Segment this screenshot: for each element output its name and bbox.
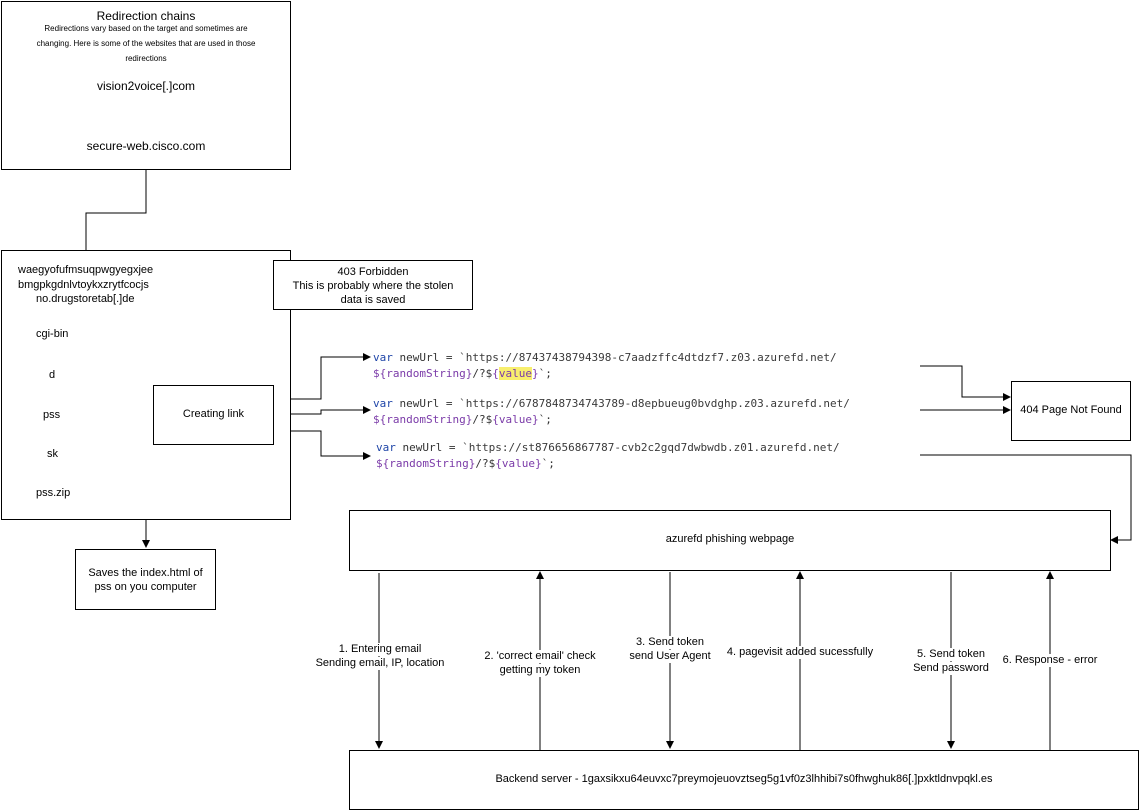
step-5-line-2: Send password xyxy=(901,662,1001,675)
not-found-label: 404 Page Not Found xyxy=(1020,404,1122,416)
step-2-line-2: getting my token xyxy=(470,664,610,677)
azurefd-page-box: azurefd phishing webpage xyxy=(349,510,1111,571)
url-1: `https://87437438794398-c7aadzffc4dtdzf7… xyxy=(459,351,837,364)
redirect-site-2: secure-web.cisco.com xyxy=(86,139,206,153)
forbidden-line-2: This is probably where the stolen xyxy=(292,280,454,292)
forbidden-box: 403 Forbidden This is probably where the… xyxy=(273,260,473,310)
step-3-line-1: 3. Send token xyxy=(620,636,720,649)
url-2: `https://6787848734743789-d8epbueug0bvdg… xyxy=(459,397,850,410)
creating-link-label: Creating link xyxy=(182,408,245,420)
arrow-url1-404 xyxy=(920,365,1011,401)
arrow-link-url3 xyxy=(274,430,371,460)
saves-line-2: pss on you computer xyxy=(94,581,197,593)
backend-server-box: Backend server - 1gaxsikxu64euvxc7preymo… xyxy=(349,750,1139,810)
code-url-2: var newUrl = `https://6787848734743789-d… xyxy=(373,397,850,426)
arrow-redirect-2 xyxy=(82,160,147,269)
step-5-line-1: 5. Send token xyxy=(901,648,1001,661)
redirection-chains-box: Redirection chains Redirections vary bas… xyxy=(1,1,291,170)
azurefd-page-label: azurefd phishing webpage xyxy=(665,533,795,545)
phishing-domain-line-3: no.drugstoretab[.]de xyxy=(36,293,135,305)
step-3-line-2: send User Agent xyxy=(620,650,720,663)
saves-line-1: Saves the index.html of xyxy=(88,567,203,579)
path-pss: pss xyxy=(43,409,61,421)
creating-link-box: Creating link xyxy=(153,385,274,445)
step-1-line-1: 1. Entering email xyxy=(300,643,460,656)
arrow-link-url2 xyxy=(274,406,371,415)
step-6-label: 6. Response - error xyxy=(995,654,1105,667)
redirection-desc-1: Redirections vary based on the target an… xyxy=(44,24,248,33)
backend-server-label: Backend server - 1gaxsikxu64euvxc7preymo… xyxy=(495,773,993,785)
path-sk: sk xyxy=(47,448,58,460)
step-4-label: 4. pagevisit added sucessfully xyxy=(722,646,878,659)
arrow-link-url1 xyxy=(274,353,371,400)
phishing-domain-line-2: bmgpkgdnlvtoykxzrytfcocjs xyxy=(18,279,149,291)
highlighted-value: value xyxy=(498,367,532,380)
saves-box: Saves the index.html of pss on you compu… xyxy=(75,549,216,610)
path-pss-zip: pss.zip xyxy=(36,487,71,499)
step-1-line-2: Sending email, IP, location xyxy=(300,657,460,670)
arrow-url3-azurefd xyxy=(920,454,1132,544)
url-3: `https://st876656867787-cvb2c2gqd7dwbwdb… xyxy=(462,441,840,454)
step-2-line-1: 2. 'correct email' check xyxy=(470,650,610,663)
redirect-site-1: vision2voice[.]com xyxy=(96,79,196,93)
code-url-3: var newUrl = `https://st876656867787-cvb… xyxy=(376,441,840,470)
forbidden-line-3: data is saved xyxy=(340,294,406,306)
not-found-box: 404 Page Not Found xyxy=(1011,381,1131,441)
path-d: d xyxy=(49,369,56,381)
redirection-desc-3: redirections xyxy=(125,54,167,63)
path-cgi-bin: cgi-bin xyxy=(36,328,69,340)
phishing-domain-line-1: waegyofufmsuqpwgyegxjee xyxy=(18,264,154,276)
code-url-1: var newUrl = `https://87437438794398-c7a… xyxy=(373,351,837,380)
forbidden-title: 403 Forbidden xyxy=(337,266,409,278)
redirection-title: Redirection chains xyxy=(96,9,196,23)
redirection-desc-2: changing. Here is some of the websites t… xyxy=(36,39,256,48)
